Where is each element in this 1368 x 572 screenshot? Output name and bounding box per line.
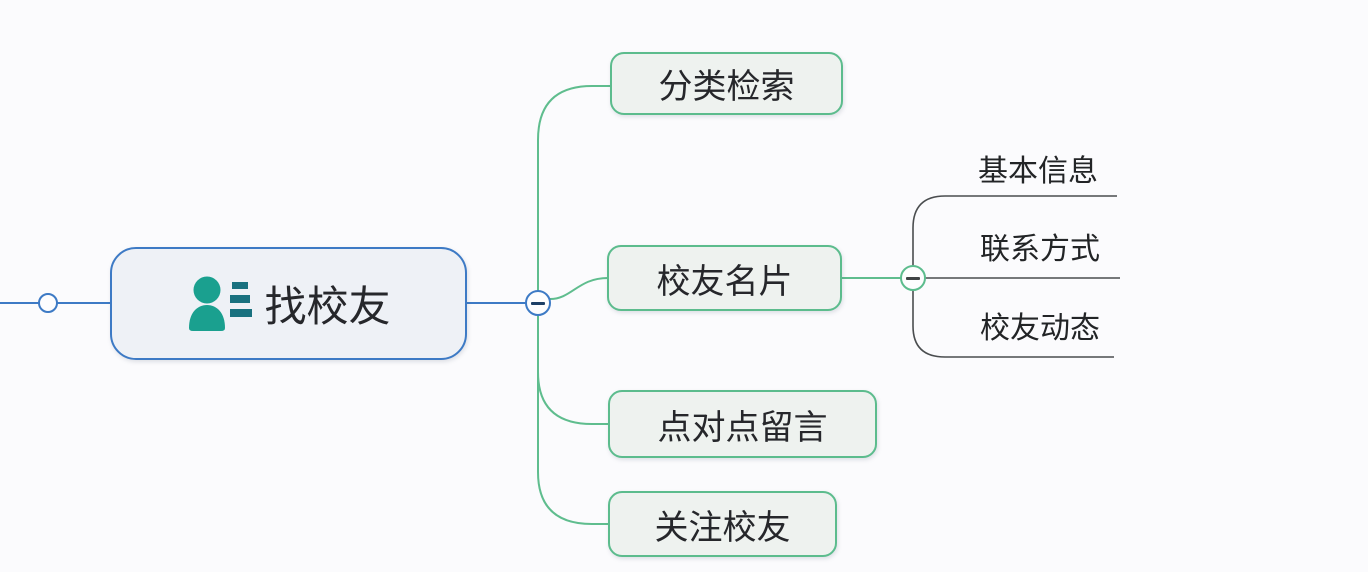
topic-label: 关注校友 bbox=[654, 508, 791, 547]
root-topic-find-alumni[interactable]: 找校友 bbox=[110, 247, 467, 360]
subtopic-basic-info[interactable]: 基本信息 bbox=[978, 155, 1098, 188]
minus-icon bbox=[531, 301, 545, 305]
collapse-button-root-branch[interactable] bbox=[525, 290, 551, 316]
branch-to-category-search bbox=[537, 85, 611, 296]
collapse-button-alumni-card-branch[interactable] bbox=[900, 265, 926, 291]
topic-label: 分类检索 bbox=[658, 68, 795, 106]
topic-category-search[interactable]: 分类检索 bbox=[610, 52, 843, 115]
branch-to-alumni-card bbox=[549, 277, 609, 300]
minus-icon bbox=[906, 276, 920, 280]
root-topic-label: 找校友 bbox=[264, 283, 391, 330]
topic-alumni-card[interactable]: 校友名片 bbox=[607, 245, 842, 311]
subtopic-contact-info[interactable]: 联系方式 bbox=[980, 233, 1100, 266]
topic-p2p-message[interactable]: 点对点留言 bbox=[608, 390, 877, 458]
topic-label: 校友名片 bbox=[656, 262, 793, 301]
branch-to-p2p-message bbox=[537, 310, 609, 425]
branch-to-alumni-updates bbox=[912, 290, 1114, 358]
branch-to-basic-info bbox=[912, 195, 1117, 266]
topic-label: 点对点留言 bbox=[657, 408, 828, 447]
person-contact-icon bbox=[186, 275, 253, 333]
root-connector-dot[interactable] bbox=[38, 293, 58, 313]
branch-to-follow-alumni bbox=[537, 310, 609, 525]
topic-follow-alumni[interactable]: 关注校友 bbox=[608, 491, 837, 557]
subtopic-alumni-updates[interactable]: 校友动态 bbox=[980, 312, 1100, 345]
